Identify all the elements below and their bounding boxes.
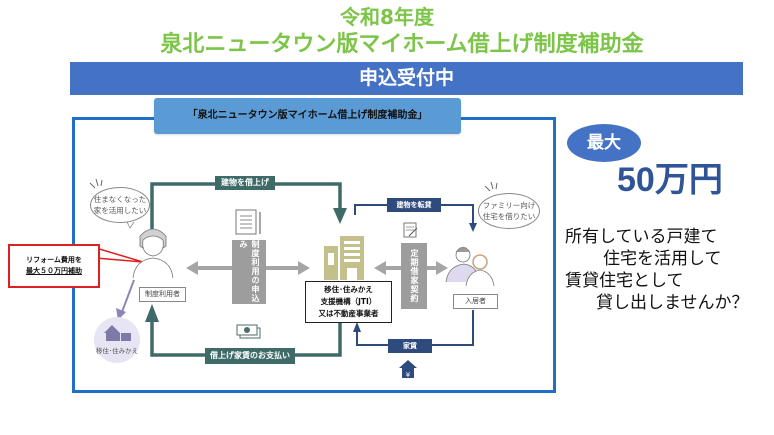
pitch-line-4: 貸し出しませんか？ (596, 293, 749, 313)
rent-arrowhead (353, 322, 361, 332)
lease-contract-label: 定期借家契約 (401, 243, 427, 309)
rent-label: 家賃 (388, 339, 432, 353)
program-title: 泉北ニュータウン版マイホーム借上げ制度補助金 (160, 32, 644, 57)
reform-subsidy-callout: リフォーム費用を 最大５０万円補助 (8, 244, 100, 288)
relocation-arrow-line (121, 279, 135, 313)
tenant-bubble-line-1: ファミリー向け (482, 201, 536, 210)
clipboard-icon (235, 209, 261, 235)
owner-role-label: 制度利用者 (139, 287, 186, 302)
lease-building-label: 建物を借上げ (215, 176, 275, 190)
sublease-arrowhead (469, 223, 477, 232)
year-title: 令和8年度 (340, 5, 434, 29)
relocation-arrowhead (116, 308, 126, 320)
yen-house-icon: ¥ (399, 360, 417, 379)
owner-bubble-line-2: 家を活用したい (93, 206, 147, 215)
max-badge: 最大 (567, 124, 641, 162)
rent-payment-label: 借上げ家賃のお支払い (205, 348, 295, 364)
callout-line-2: 最大５０万円補助 (26, 267, 82, 275)
tenant-excite-marks (484, 181, 498, 192)
diagram-title: 「泉北ニュータウン版マイホーム借上げ制度補助金」 (154, 98, 461, 134)
tenant-speech-bubble: ファミリー向け 住宅を借りたい (478, 193, 540, 229)
tenant-role-label: 入居者 (453, 294, 498, 309)
tenant-bubble-line-2: 住宅を借りたい (482, 212, 536, 221)
contract-arrow-left (374, 261, 386, 275)
application-arrow-left (186, 261, 198, 275)
contract-document-icon (403, 222, 418, 238)
pitch-line-3: 賃貸住宅として (565, 271, 684, 291)
tenant-people-icon (445, 246, 495, 287)
application-label: 制度利用の申込み (232, 240, 266, 304)
payment-arrowhead (145, 304, 159, 322)
status-banner: 申込受付中 (70, 62, 743, 95)
agency-box: 移住･住みかえ 支援機構（JTI） 又は不動産事業者 (305, 281, 392, 323)
pitch-line-2: 住宅を活用して (603, 249, 722, 269)
sublease-building-label: 建物を転貸 (387, 198, 441, 212)
contract-arrow-right (436, 261, 448, 275)
building-icon (324, 236, 364, 280)
svg-text:¥: ¥ (406, 371, 411, 379)
callout-pointer (95, 246, 144, 263)
owner-bubble-line-1: 住まなくなった (93, 195, 147, 204)
money-icon (236, 324, 261, 339)
subsidy-amount: 50万円 (617, 161, 723, 199)
application-arrow-right (298, 261, 310, 275)
agency-line-2: 支援機構（JTI） (320, 297, 377, 306)
relocation-house-icon (94, 317, 140, 363)
callout-line-1: リフォーム費用を (26, 256, 82, 264)
agency-line-3: 又は不動産事業者 (318, 309, 379, 318)
agency-line-1: 移住･住みかえ (324, 285, 373, 294)
owner-speech-bubble: 住まなくなった 家を活用したい (90, 187, 150, 223)
owner-person-icon (132, 228, 174, 279)
owner-excite-marks (89, 178, 103, 189)
relocation-label: 移住･住みかえ (95, 347, 139, 355)
lease-arrowhead (333, 208, 347, 224)
pitch-line-1: 所有している戸建て (565, 227, 718, 247)
